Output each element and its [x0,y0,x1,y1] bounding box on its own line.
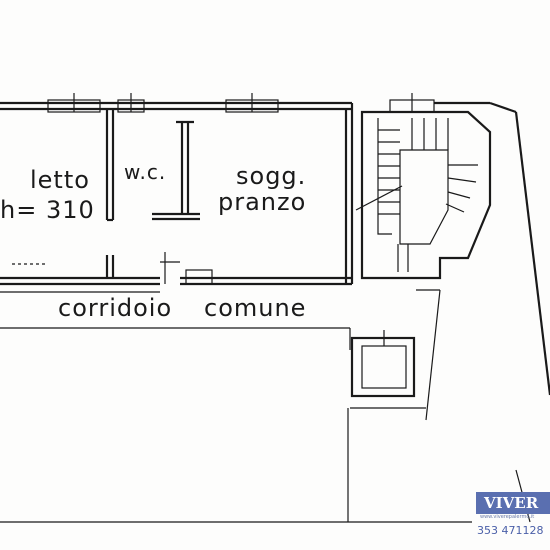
partition-bedroom-wc [105,109,115,278]
window-stair [389,93,435,113]
label-living-line1: sogg. [236,162,307,190]
window-bedroom [47,93,101,113]
window-wc [117,93,145,113]
exterior-wall-top [0,101,517,114]
label-corridor-word2: comune [204,294,307,322]
watermark-site: www.viverepalermo.it [480,514,535,520]
corridor-outline [0,111,550,523]
agency-watermark: VIVER www.viverepalermo.it 353 471128 [474,492,550,550]
wall-corridor [0,252,352,293]
label-corridor-word1: corridoio [58,294,173,322]
window-living [225,93,279,113]
wall-living-right [344,109,354,284]
partition-wc-living [152,120,200,221]
label-wc: w.c. [124,160,167,184]
label-living-line2: pranzo [218,188,307,216]
label-bedroom-height: h= 310 [0,196,95,224]
stair-block [355,110,492,280]
elevator-shaft [350,330,416,398]
label-bedroom-name: letto [30,166,90,194]
watermark-brand: VIVER [476,492,550,514]
watermark-phone: 353 471128 [477,524,544,537]
